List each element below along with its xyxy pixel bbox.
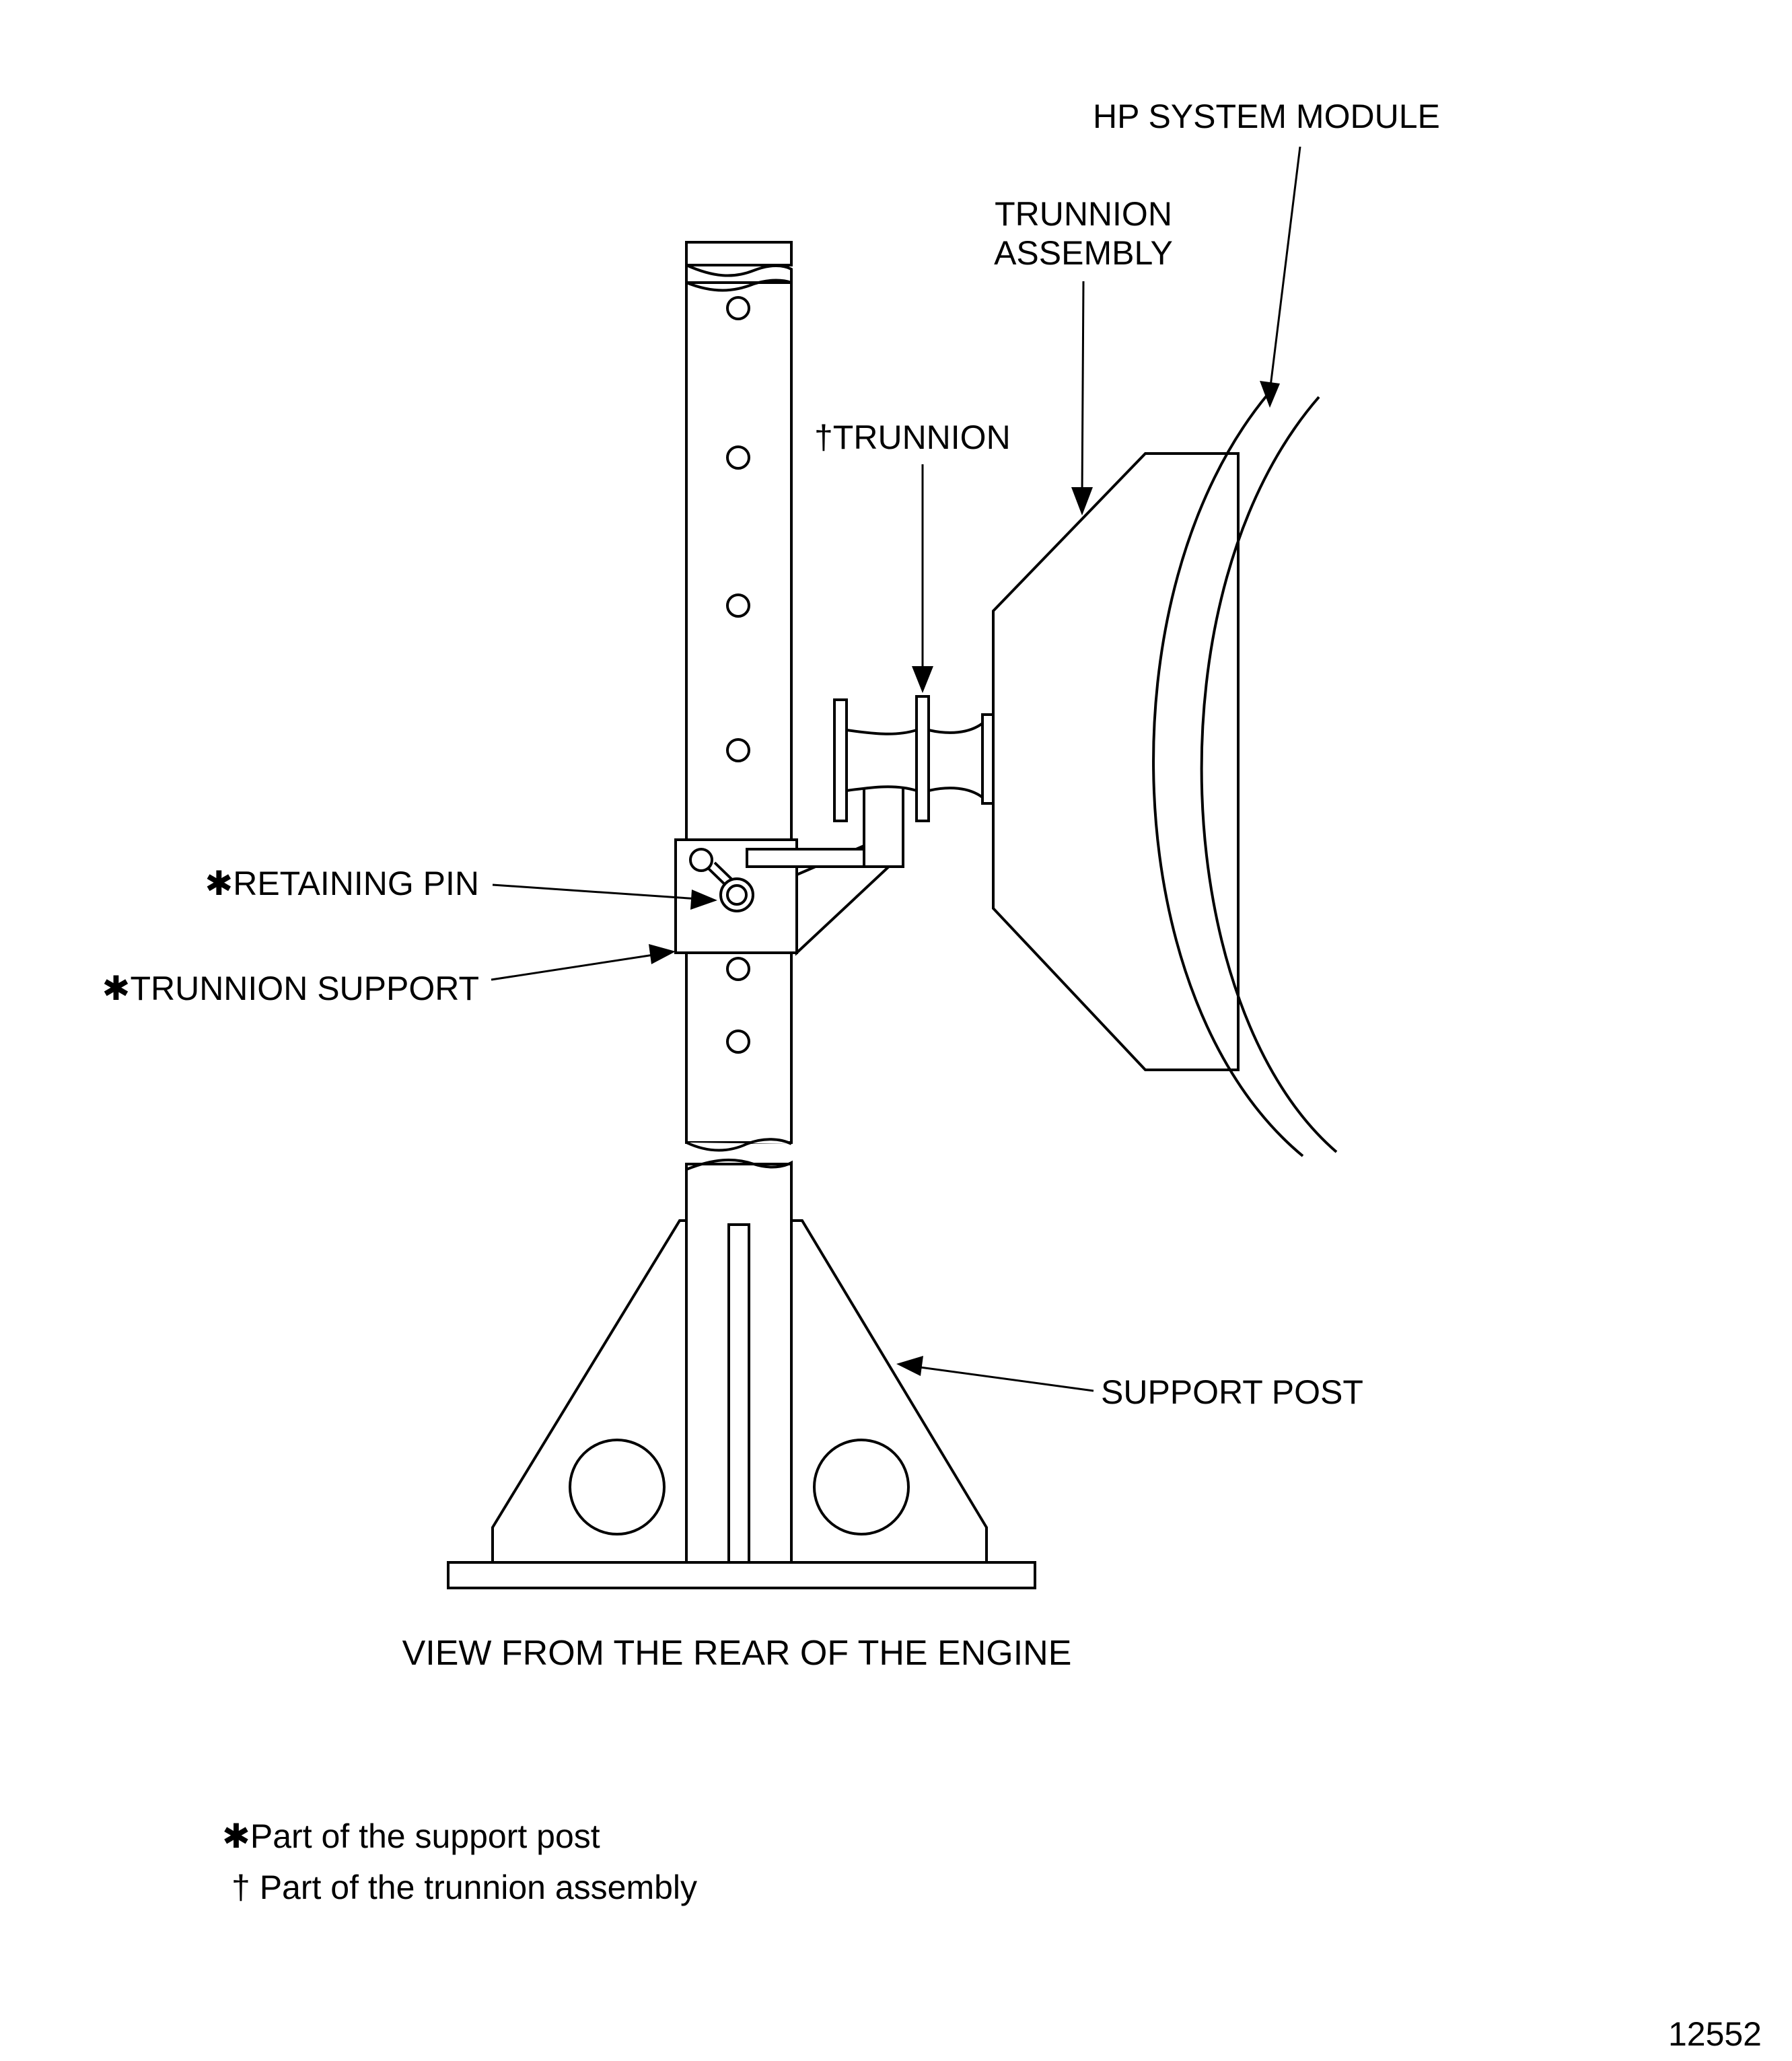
label-support-post: SUPPORT POST bbox=[1101, 1373, 1363, 1411]
leader-support-post bbox=[896, 1356, 1094, 1392]
leader-trunnion bbox=[912, 464, 933, 693]
leader-trunnion-support bbox=[491, 944, 676, 981]
figure-caption: VIEW FROM THE REAR OF THE ENGINE bbox=[402, 1634, 1072, 1673]
label-hp-system-module: HP SYSTEM MODULE bbox=[1093, 98, 1440, 135]
retaining-pin bbox=[689, 848, 754, 912]
support-post-column bbox=[685, 241, 793, 1152]
support-post-base bbox=[447, 1158, 1036, 1589]
label-trunnion-support: ✱TRUNNION SUPPORT bbox=[102, 970, 479, 1007]
footnote-trunnion-assembly: † Part of the trunnion assembly bbox=[231, 1869, 697, 1906]
hp-system-module bbox=[1152, 393, 1338, 1157]
leader-hp-system-module bbox=[1260, 146, 1301, 408]
label-retaining-pin: ✱RETAINING PIN bbox=[205, 865, 479, 902]
label-trunnion: †TRUNNION bbox=[814, 419, 1011, 456]
figure-number: 12552 bbox=[1668, 2015, 1762, 2053]
label-trunnion-assembly-line2: ASSEMBLY bbox=[994, 234, 1173, 272]
trunnion-assembly bbox=[992, 452, 1240, 1071]
footnote-support-post: ✱Part of the support post bbox=[222, 1817, 600, 1855]
label-trunnion-assembly-line1: TRUNNION bbox=[995, 195, 1172, 233]
trunnion bbox=[833, 695, 995, 822]
leader-retaining-pin bbox=[492, 883, 717, 910]
leader-trunnion-assembly bbox=[1071, 281, 1093, 515]
